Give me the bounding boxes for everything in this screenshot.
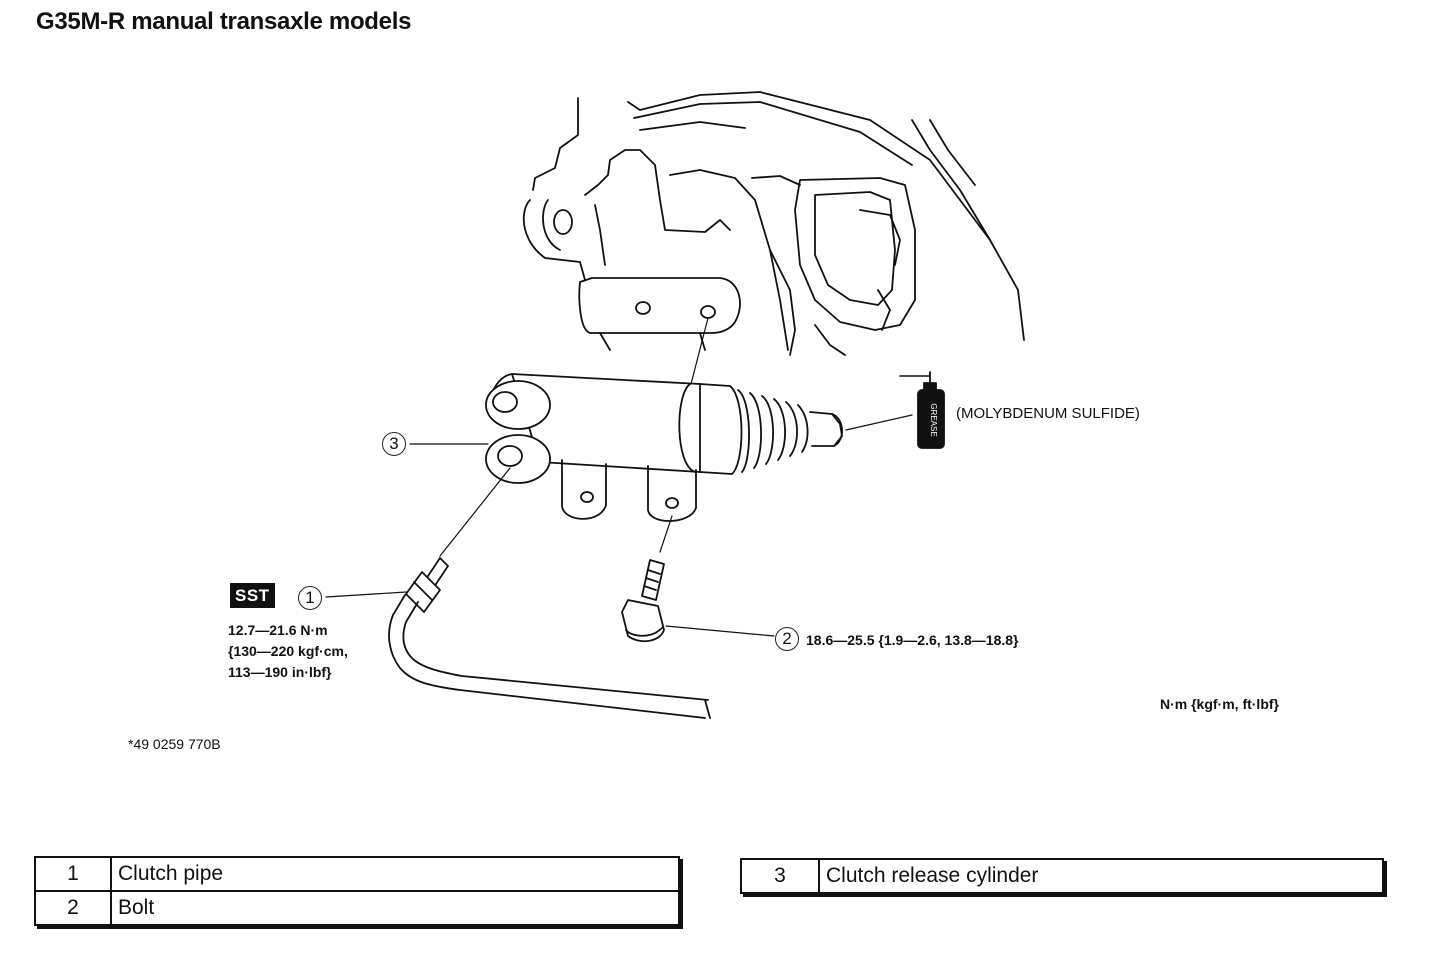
pipe-torque-line2: {130—220 kgf·cm, <box>228 643 348 659</box>
grease-can-icon: GREASE <box>899 371 945 449</box>
callout-1-leader <box>325 591 407 598</box>
legend-num: 1 <box>34 856 112 892</box>
transaxle-housing <box>522 91 1025 356</box>
sst-number: *49 0259 770B <box>128 736 221 752</box>
legend-num: 3 <box>740 858 820 894</box>
legend-row: 2 Bolt <box>34 890 680 926</box>
bolt <box>621 515 673 643</box>
page-title: G35M-R manual transaxle models <box>36 8 412 35</box>
grease-can-text: GREASE <box>929 403 938 436</box>
pipe-torque-line1: 12.7—21.6 N·m <box>228 622 328 638</box>
legend-row: 1 Clutch pipe <box>34 856 680 892</box>
legend-name: Bolt <box>110 890 680 926</box>
clutch-pipe <box>388 557 711 719</box>
legend-table-left: 1 Clutch pipe 2 Bolt <box>34 856 680 926</box>
units-note: N·m {kgf·m, ft·lbf} <box>1160 696 1279 712</box>
grease-label: (MOLYBDENUM SULFIDE) <box>956 405 1140 422</box>
clutch-release-cylinder <box>485 373 843 522</box>
legend-row: 3 Clutch release cylinder <box>740 858 1384 894</box>
sst-badge: SST <box>230 583 275 608</box>
legend-name: Clutch pipe <box>110 856 680 892</box>
callout-1: 1 <box>298 586 322 610</box>
callout-2-leader <box>665 625 775 637</box>
legend-table-right: 3 Clutch release cylinder <box>740 858 1384 894</box>
bolt-torque-spec: 18.6—25.5 {1.9—2.6, 13.8—18.8} <box>806 632 1019 648</box>
callout-3: 3 <box>382 432 406 456</box>
pipe-torque-spec: 12.7—21.6 N·m {130—220 kgf·cm, 113—190 i… <box>228 620 348 683</box>
legend-name: Clutch release cylinder <box>818 858 1384 894</box>
legend-num: 2 <box>34 890 112 926</box>
callout-2: 2 <box>775 627 799 651</box>
bracket-leader-line <box>689 317 709 389</box>
grease-leader-line <box>845 414 913 431</box>
pipe-torque-line3: 113—190 in·lbf} <box>228 664 332 680</box>
pipe-boss-leader <box>439 467 511 557</box>
